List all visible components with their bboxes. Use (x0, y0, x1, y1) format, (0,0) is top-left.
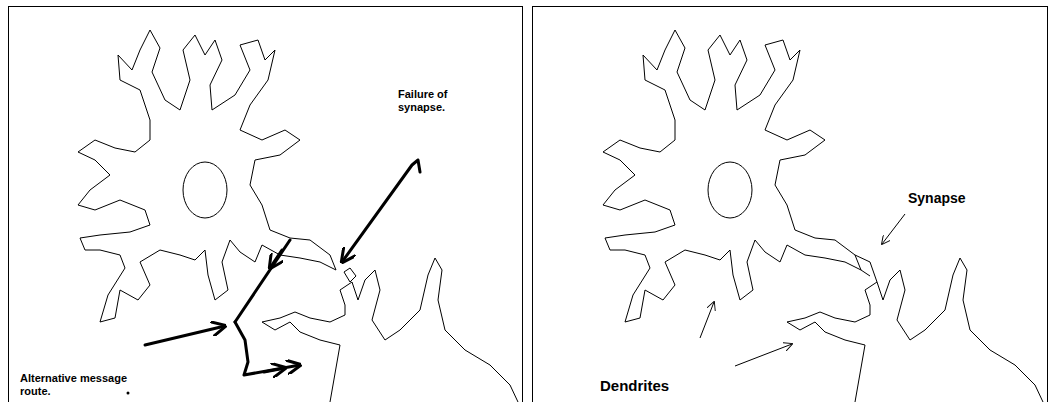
neuron-outline (78, 30, 336, 322)
panel-frame (9, 7, 523, 402)
route-arrow (235, 322, 300, 375)
pointer-arrow (145, 326, 225, 345)
arrow-group (700, 214, 905, 366)
neuron-outline (787, 258, 1043, 402)
route-arrow (235, 240, 290, 322)
pointer-arrow (735, 344, 792, 366)
neuron-outline (603, 30, 861, 322)
panel-frame (533, 7, 1048, 402)
neuron-group (603, 30, 1043, 402)
neuron-group (78, 30, 518, 402)
part-label: Synapse (908, 190, 988, 206)
route-arrow-head (270, 250, 282, 268)
callout-note: Failure of synapse. (398, 88, 468, 113)
callout-note: Alternative message route. (20, 372, 140, 397)
pointer-arrow (342, 160, 420, 262)
synapse-junction (855, 255, 877, 282)
broken-synapse-fragment (344, 268, 356, 282)
pointer-arrow (700, 302, 714, 338)
arrow-group (145, 160, 420, 375)
cell-nucleus (708, 162, 752, 218)
route-arrow-head (264, 368, 285, 372)
pointer-arrow (882, 214, 905, 244)
neuron-outline (262, 258, 518, 402)
part-label: Dendrites (600, 377, 700, 394)
cell-nucleus (183, 162, 227, 218)
stray-dot (127, 392, 130, 395)
